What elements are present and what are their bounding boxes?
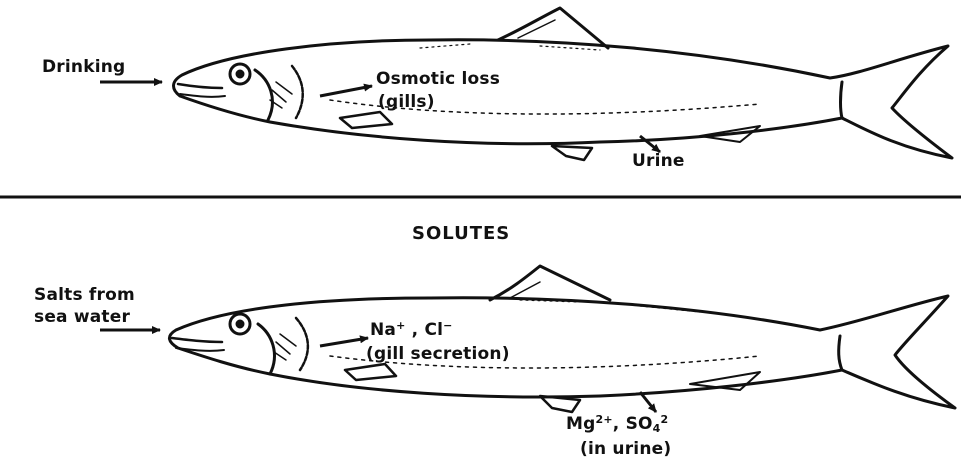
urine-solutes-arrow bbox=[640, 392, 656, 412]
magnesium-charge: 2+ bbox=[596, 413, 613, 426]
sulfate-ion: SO bbox=[626, 414, 653, 434]
sulfate-charge: 2 bbox=[661, 413, 669, 426]
pectoral-fin bbox=[345, 364, 396, 380]
chloride-charge: − bbox=[443, 319, 452, 332]
gill-ions-label: Na+ , Cl− bbox=[370, 320, 453, 340]
gill-secretion-label: (gill secretion) bbox=[366, 345, 510, 364]
fish-body bbox=[174, 40, 953, 158]
solutes-title: SOLUTES bbox=[412, 224, 510, 244]
sulfate-subscript: 4 bbox=[653, 422, 661, 435]
gill-secretion-arrow bbox=[320, 338, 368, 346]
pelvic-fin bbox=[552, 146, 592, 160]
osmotic-loss-label: Osmotic loss bbox=[376, 70, 500, 89]
sodium-charge: + bbox=[396, 319, 405, 332]
urine-label: Urine bbox=[632, 152, 685, 171]
fish-solutes bbox=[169, 266, 955, 412]
salts-from-label: Salts from bbox=[34, 286, 135, 305]
ion-separator: , bbox=[406, 320, 425, 340]
gill-cover bbox=[255, 70, 272, 120]
fish-water bbox=[174, 8, 953, 160]
in-urine-label: (in urine) bbox=[580, 440, 671, 459]
gill-cover bbox=[258, 324, 274, 374]
ion-separator: , bbox=[613, 414, 626, 434]
sodium-ion: Na bbox=[370, 320, 396, 340]
pectoral-fin bbox=[340, 112, 392, 128]
sea-water-label: sea water bbox=[34, 308, 130, 327]
gills-label: (gills) bbox=[378, 93, 435, 112]
osmotic-loss-arrow bbox=[320, 86, 372, 96]
magnesium-ion: Mg bbox=[566, 414, 596, 434]
fish-mouth bbox=[172, 338, 222, 342]
chloride-ion: Cl bbox=[424, 320, 443, 340]
urine-ions-label: Mg2+, SO42 bbox=[566, 414, 668, 435]
fish-mouth bbox=[178, 84, 222, 88]
dorsal-fin bbox=[490, 266, 610, 300]
drinking-label: Drinking bbox=[42, 58, 125, 77]
